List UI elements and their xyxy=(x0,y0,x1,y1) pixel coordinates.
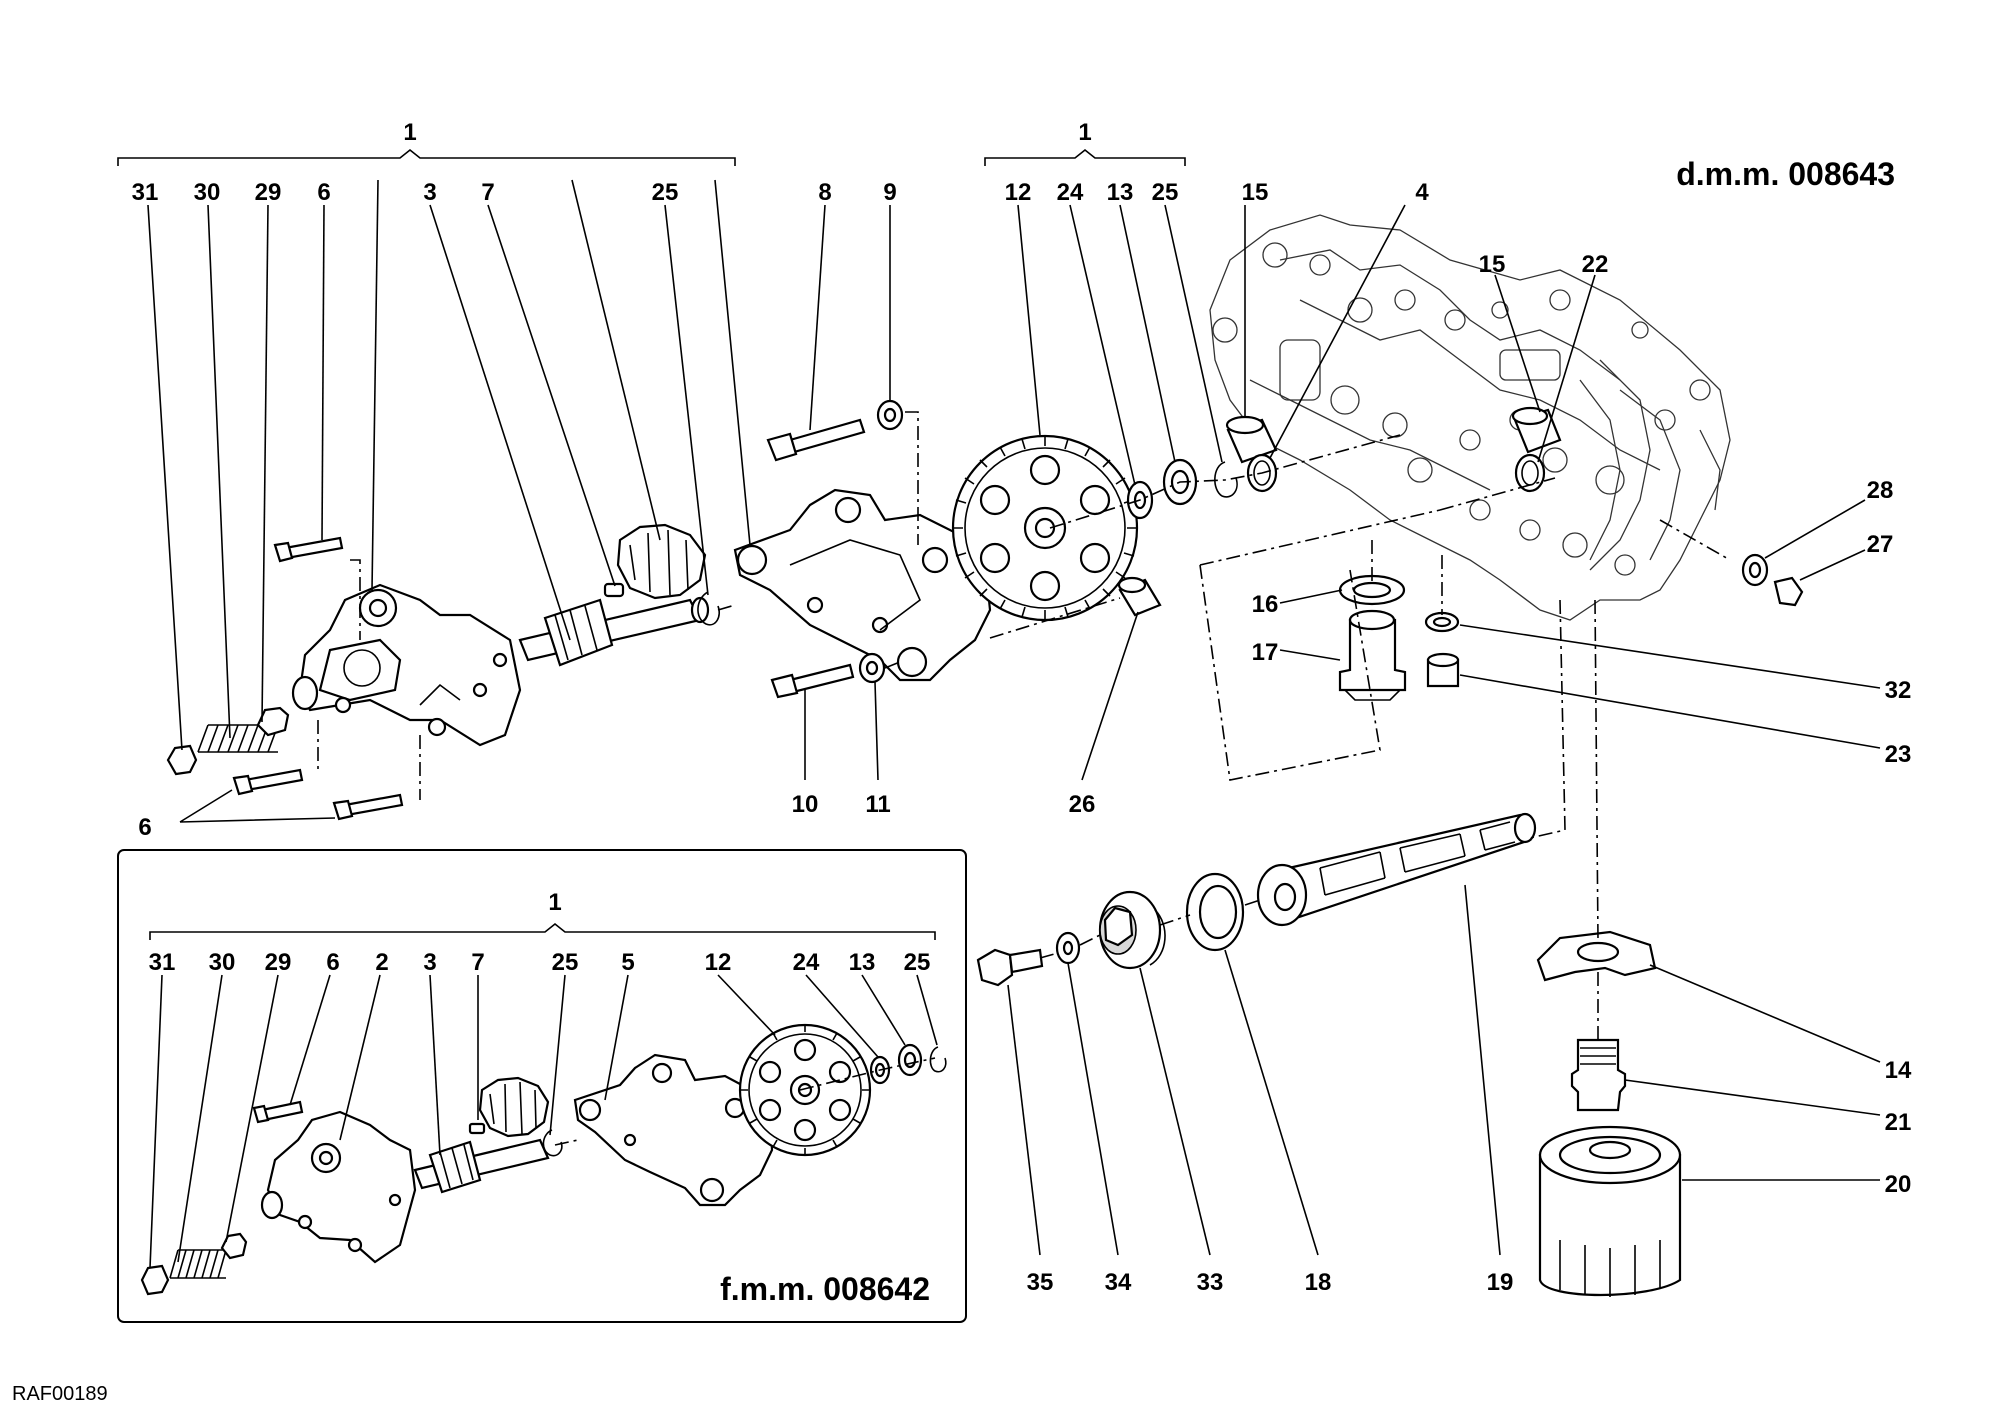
label-6-bottom: 6 xyxy=(138,814,151,841)
inset-label-31: 31 xyxy=(149,949,176,976)
pump-gear-12 xyxy=(951,434,1139,622)
inset-label-group: 1 xyxy=(548,889,561,916)
ring-13 xyxy=(1162,458,1198,506)
plug-31 xyxy=(166,744,198,776)
label-6-top: 6 xyxy=(317,179,330,206)
reference-main: d.m.m. 008643 xyxy=(1676,156,1895,192)
bushing-15-left xyxy=(1225,415,1278,464)
bolt-10 xyxy=(770,663,855,699)
crankcase-outline xyxy=(1209,214,1731,621)
label-25-left: 25 xyxy=(652,179,679,206)
pump-cover-5 xyxy=(733,488,992,682)
inset-label-3: 3 xyxy=(423,949,436,976)
label-29: 29 xyxy=(255,179,282,206)
screw-6-mid xyxy=(232,768,304,796)
label-10: 10 xyxy=(792,791,819,818)
label-17: 17 xyxy=(1252,639,1279,666)
label-23: 23 xyxy=(1885,741,1912,768)
label-25-right: 25 xyxy=(1152,179,1179,206)
oil-filter-20 xyxy=(1538,1125,1682,1297)
inset-label-12: 12 xyxy=(705,949,732,976)
label-group-right: 1 xyxy=(1078,119,1091,146)
bolt-8 xyxy=(766,418,866,462)
bushing-15-right xyxy=(1511,406,1562,454)
label-15-left: 15 xyxy=(1242,179,1269,206)
drawing-code: RAF00189 xyxy=(12,1383,108,1405)
main-labels: 31 30 29 6 3 7 25 8 9 12 24 13 25 15 4 1… xyxy=(132,156,1912,1296)
inset-label-25-left: 25 xyxy=(552,949,579,976)
label-9: 9 xyxy=(883,179,896,206)
label-13: 13 xyxy=(1107,179,1134,206)
washer-9 xyxy=(876,399,904,431)
oil-pump-body xyxy=(291,583,522,747)
inset-label-6: 6 xyxy=(326,949,339,976)
oring-22 xyxy=(1514,453,1546,493)
seal-18 xyxy=(1185,872,1245,952)
label-26: 26 xyxy=(1069,791,1096,818)
label-34: 34 xyxy=(1105,1269,1132,1296)
group-bracket-left: 1 xyxy=(117,119,736,166)
inset-panel: 1 xyxy=(117,849,967,1323)
label-15-right: 15 xyxy=(1479,251,1506,278)
label-27: 27 xyxy=(1867,531,1894,558)
screw-6-top xyxy=(273,536,344,563)
label-28: 28 xyxy=(1867,477,1894,504)
inset-label-7: 7 xyxy=(471,949,484,976)
group-bracket-right: 1 xyxy=(984,119,1186,166)
nipple-21 xyxy=(1570,1038,1627,1112)
label-21: 21 xyxy=(1885,1109,1912,1136)
plug-17 xyxy=(1338,609,1407,701)
inset-label-2: 2 xyxy=(375,949,388,976)
circlip-25-left xyxy=(697,591,721,626)
inset-label-5: 5 xyxy=(621,949,634,976)
washer-32 xyxy=(1424,611,1460,633)
inset-label-25-right: 25 xyxy=(904,949,931,976)
oil-strainer-19 xyxy=(1256,812,1537,927)
label-3: 3 xyxy=(423,179,436,206)
plug-33 xyxy=(1098,890,1166,970)
washer-28 xyxy=(1741,553,1769,587)
relief-valve-29 xyxy=(256,706,290,737)
inset-label-24: 24 xyxy=(793,949,820,976)
label-32: 32 xyxy=(1885,677,1912,704)
label-20: 20 xyxy=(1885,1171,1912,1198)
key-7 xyxy=(603,582,625,598)
washer-16 xyxy=(1338,574,1406,606)
assembly-lines xyxy=(317,411,1731,1040)
inset-label-29: 29 xyxy=(265,949,292,976)
rotor-gear xyxy=(616,523,707,600)
screw-6-bottom xyxy=(332,793,404,821)
reference-inset: f.m.m. 008642 xyxy=(720,1271,930,1307)
label-33: 33 xyxy=(1197,1269,1224,1296)
leader-lines xyxy=(147,179,1881,1256)
label-35: 35 xyxy=(1027,1269,1054,1296)
label-18: 18 xyxy=(1305,1269,1332,1296)
inset-label-13: 13 xyxy=(849,949,876,976)
label-12: 12 xyxy=(1005,179,1032,206)
pump-shaft-3 xyxy=(518,596,710,667)
label-7: 7 xyxy=(481,179,494,206)
label-31: 31 xyxy=(132,179,159,206)
label-14: 14 xyxy=(1885,1057,1912,1084)
label-16: 16 xyxy=(1252,591,1279,618)
plug-27 xyxy=(1773,576,1804,607)
inset-label-30: 30 xyxy=(209,949,236,976)
label-8: 8 xyxy=(818,179,831,206)
baffle-14 xyxy=(1536,930,1657,982)
drain-bolt-35 xyxy=(976,948,1044,987)
plug-23 xyxy=(1426,652,1460,688)
label-30: 30 xyxy=(194,179,221,206)
label-24: 24 xyxy=(1057,179,1084,206)
label-19: 19 xyxy=(1487,1269,1514,1296)
label-group-left: 1 xyxy=(403,119,416,146)
circlip-25-right xyxy=(1214,461,1238,498)
washer-11 xyxy=(858,652,886,684)
label-11: 11 xyxy=(865,791,890,818)
dowel-26 xyxy=(1117,576,1162,617)
label-22: 22 xyxy=(1582,251,1609,278)
washer-34 xyxy=(1055,931,1081,965)
label-4: 4 xyxy=(1415,179,1429,206)
